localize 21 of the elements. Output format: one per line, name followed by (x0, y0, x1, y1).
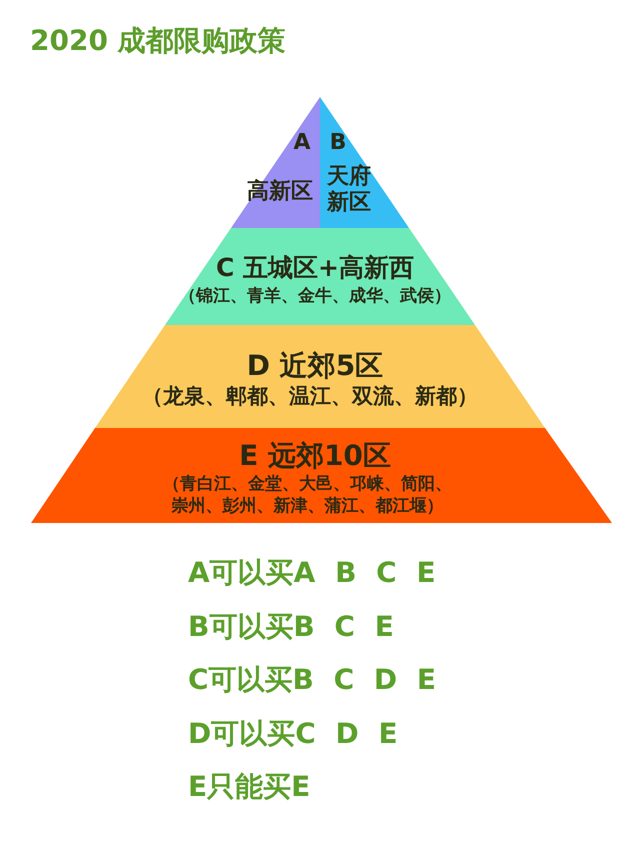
rule-text: A可以买A B C E (188, 556, 436, 590)
chart-title: 2020 成都限购政策 (30, 24, 286, 58)
district-list: （龙泉、郫都、温江、双流、新都） (110, 383, 510, 409)
rule-text: D可以买C D E (188, 716, 398, 750)
pyramid-tier (95, 325, 545, 428)
rule-text: B可以买B C E (188, 610, 394, 644)
pyramid-tier (231, 97, 320, 228)
district-list: （青白江、金堂、大邑、邛崃、简阳、崇州、彭州、新津、蒲江、都江堰） (160, 473, 455, 517)
tier-heading: C 五城区+高新西 (215, 253, 415, 283)
rule-text: C可以买B C D E (188, 663, 436, 697)
tier-letter: B (328, 130, 348, 156)
tier-heading: E 远郊10区 (238, 439, 392, 473)
district-name: 高新区 (246, 179, 314, 205)
district-list: （锦江、青羊、金牛、成华、武侯） (170, 285, 460, 307)
tier-heading: D 近郊5区 (246, 349, 384, 383)
pyramid-tier (320, 97, 409, 228)
rule-text: E只能买E (188, 770, 310, 804)
pyramid-tier (165, 228, 475, 325)
district-name: 天府新区 (326, 164, 372, 216)
pyramid-tier (31, 428, 612, 523)
tier-letter: A (292, 130, 312, 156)
